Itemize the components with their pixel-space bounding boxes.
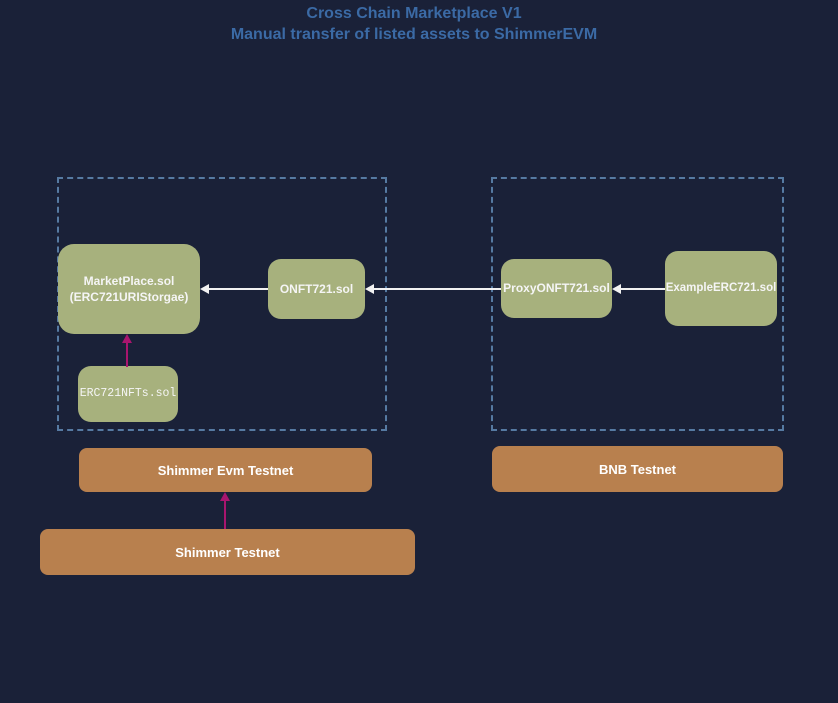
chain-bnb-testnet: BNB Testnet: [492, 446, 783, 492]
chain-shimmer-evm-label: Shimmer Evm Testnet: [157, 462, 294, 478]
arrow-line-erc721nfts-to-marketplace: [126, 343, 128, 367]
arrowhead-up-icon: [122, 334, 132, 343]
bnb-group-container: [491, 177, 784, 431]
arrow-line-onft721-to-marketplace: [209, 288, 268, 290]
chain-shimmer-label: Shimmer Testnet: [175, 544, 280, 560]
title-line-2: Manual transfer of listed assets to Shim…: [230, 26, 598, 43]
arrow-line-proxyonft721-to-onft721: [374, 288, 501, 290]
title-line-1: Cross Chain Marketplace V1: [306, 5, 522, 22]
chain-shimmer-testnet: Shimmer Testnet: [40, 529, 415, 575]
chain-bnb-label: BNB Testnet: [598, 461, 677, 477]
node-example-erc721: ExampleERC721.sol: [665, 251, 777, 326]
arrowhead-left-icon: [612, 284, 621, 294]
node-marketplace-label-line1: MarketPlace.sol: [83, 273, 175, 288]
arrow-line-shimmer-to-shimmerevm: [224, 501, 226, 529]
diagram-title: Cross Chain Marketplace V1 Manual transf…: [0, 3, 828, 45]
arrowhead-left-icon: [365, 284, 374, 294]
node-example-erc721-label: ExampleERC721.sol: [665, 281, 777, 294]
node-onft721: ONFT721.sol: [268, 259, 365, 319]
arrow-line-exampleerc721-to-proxyonft721: [621, 288, 665, 290]
node-proxy-onft721-label: ProxyONFT721.sol: [503, 281, 610, 296]
node-erc721nfts-label: ERC721NFTs.sol: [79, 387, 177, 401]
node-onft721-label: ONFT721.sol: [279, 281, 354, 296]
node-marketplace: MarketPlace.sol (ERC721URIStorgae): [58, 244, 200, 334]
node-marketplace-label-line2: (ERC721URIStorgae): [69, 290, 189, 304]
node-erc721nfts: ERC721NFTs.sol: [78, 366, 178, 422]
arrowhead-left-icon: [200, 284, 209, 294]
node-proxy-onft721: ProxyONFT721.sol: [501, 259, 612, 318]
chain-shimmer-evm-testnet: Shimmer Evm Testnet: [79, 448, 372, 492]
arrowhead-up-icon: [220, 492, 230, 501]
